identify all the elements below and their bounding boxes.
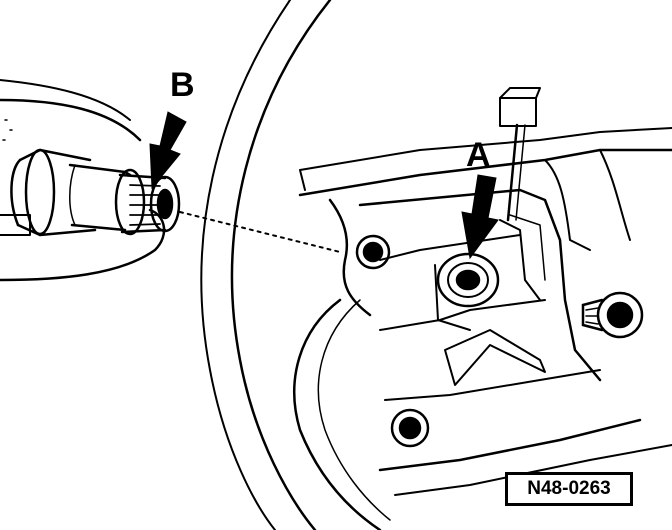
callout-label-a: A <box>466 136 491 174</box>
callout-label-b: B <box>170 66 195 104</box>
cable-upper <box>499 87 541 222</box>
connector-a-socket <box>434 252 500 331</box>
reference-code-box: N48-0263 <box>505 472 633 506</box>
steering-wheel-rim <box>200 0 391 530</box>
alignment-line <box>179 211 341 253</box>
arrow-b <box>149 111 187 190</box>
steering-column <box>0 79 181 282</box>
reference-code: N48-0263 <box>527 478 611 499</box>
arrow-a <box>461 174 499 260</box>
bolt <box>581 291 644 339</box>
wiring-bracket <box>444 214 546 386</box>
mounting-boss-lower <box>390 408 430 448</box>
mounting-boss-upper <box>355 234 391 270</box>
